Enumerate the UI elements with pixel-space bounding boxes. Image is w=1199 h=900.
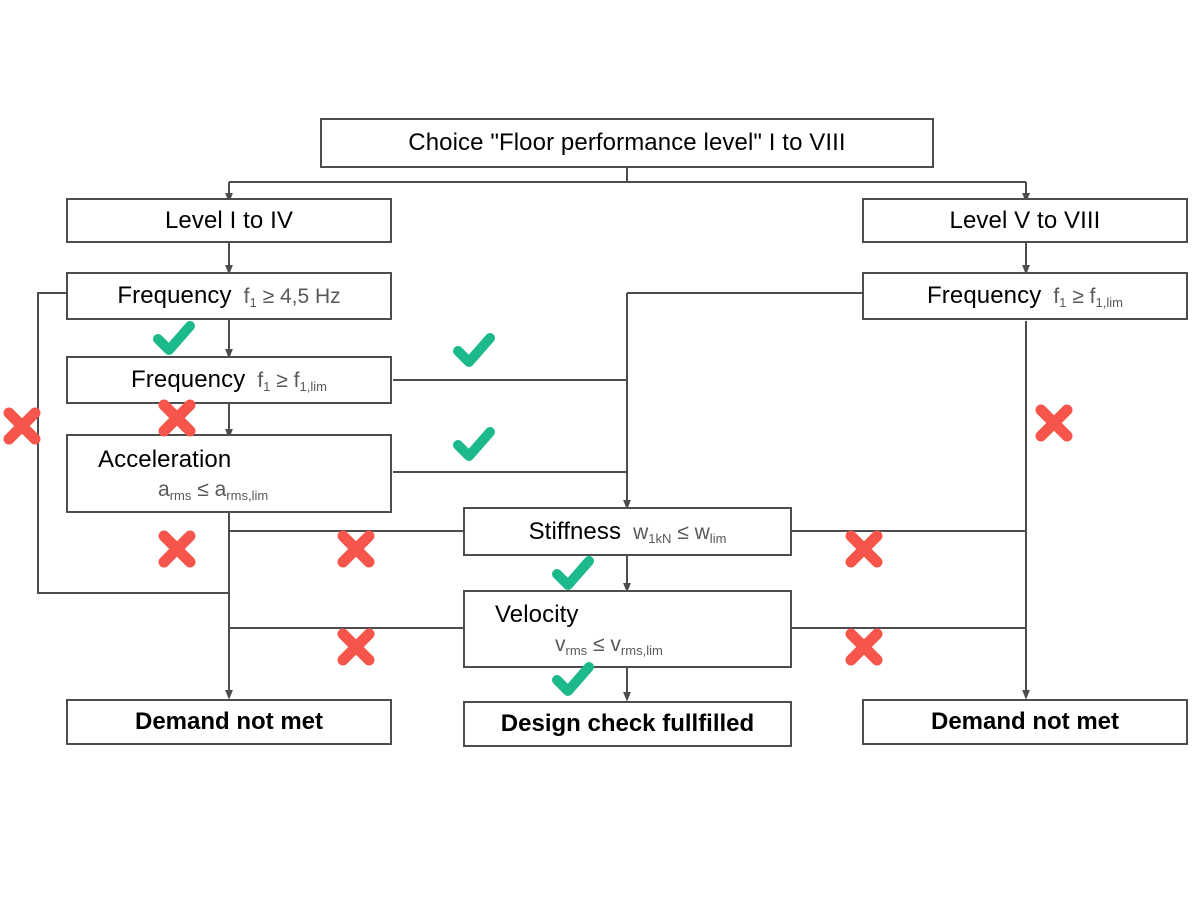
node-acceleration-label: Acceleration xyxy=(98,445,232,473)
node-result-center-label: Design check fullfilled xyxy=(500,710,755,737)
node-choice[interactable]: Choice "Floor performance level" I to VI… xyxy=(320,118,934,168)
node-frequency-left-2-formula: f1 ≥ f1,lim xyxy=(257,369,327,395)
node-velocity-formula: vrms ≤ vrms,lim xyxy=(555,633,663,659)
cross-icon-stiffness-fail-right xyxy=(842,527,886,571)
node-frequency-left-1-label: Frequency xyxy=(117,282,232,309)
check-icon-acceleration-to-stiffness xyxy=(452,424,496,468)
node-result-right-label: Demand not met xyxy=(930,708,1119,735)
node-stiffness[interactable]: Stiffness w1kN ≤ wlim xyxy=(463,507,792,556)
node-frequency-left-2[interactable]: Frequency f1 ≥ f1,lim xyxy=(66,356,392,404)
node-frequency-right-formula: f1 ≥ f1,lim xyxy=(1053,285,1123,311)
node-result-right[interactable]: Demand not met xyxy=(862,699,1188,745)
node-level-left[interactable]: Level I to IV xyxy=(66,198,392,243)
cross-icon-velocity-fail-left xyxy=(334,625,378,669)
node-result-center[interactable]: Design check fullfilled xyxy=(463,701,792,747)
node-frequency-right-label: Frequency xyxy=(927,282,1042,309)
node-stiffness-label: Stiffness xyxy=(528,517,622,545)
node-velocity[interactable]: Velocity vrms ≤ vrms,lim xyxy=(463,590,792,668)
node-stiffness-formula: w1kN ≤ wlim xyxy=(633,520,727,546)
node-level-left-label: Level I to IV xyxy=(164,206,294,234)
node-velocity-label: Velocity xyxy=(495,601,579,628)
check-icon-freq-left-2-to-stiffness xyxy=(452,330,496,374)
node-result-left[interactable]: Demand not met xyxy=(66,699,392,745)
cross-icon-velocity-fail-right xyxy=(842,625,886,669)
node-frequency-left-1[interactable]: Frequency f1 ≥ 4,5 Hz xyxy=(66,272,392,320)
cross-icon-freq-right-fail xyxy=(1032,401,1076,445)
cross-icon-acceleration-fail xyxy=(155,527,199,571)
node-level-right[interactable]: Level V to VIII xyxy=(862,198,1188,243)
cross-icon-freq-left-1-fail xyxy=(0,404,44,448)
node-frequency-right[interactable]: Frequency f1 ≥ f1,lim xyxy=(862,272,1188,320)
node-frequency-left-2-label: Frequency xyxy=(131,366,246,393)
node-level-right-label: Level V to VIII xyxy=(949,206,1101,234)
node-frequency-left-1-formula: f1 ≥ 4,5 Hz xyxy=(243,285,341,311)
node-result-left-label: Demand not met xyxy=(134,708,323,735)
node-acceleration-formula: arms ≤ arms,lim xyxy=(158,477,269,503)
cross-icon-stiffness-fail-left xyxy=(334,527,378,571)
node-choice-label: Choice "Floor performance level" I to VI… xyxy=(408,129,846,156)
node-acceleration[interactable]: Acceleration arms ≤ arms,lim xyxy=(66,434,392,513)
